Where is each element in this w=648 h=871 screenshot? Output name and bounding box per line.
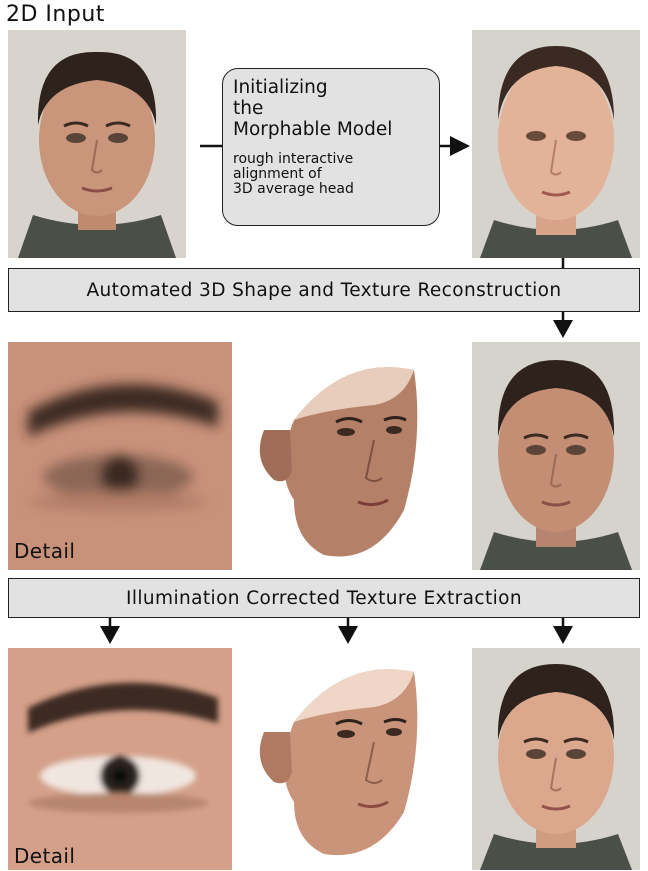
illumination-texture-extraction-bar: Illumination Corrected Texture Extractio… xyxy=(8,578,640,618)
bar2-label: Illumination Corrected Texture Extractio… xyxy=(126,588,522,609)
bar1-label: Automated 3D Shape and Texture Reconstru… xyxy=(86,280,561,301)
init-box-title: Initializing the Morphable Model xyxy=(233,77,429,140)
detail-label-1: Detail xyxy=(14,539,75,563)
arrow-down-icon xyxy=(100,626,120,644)
input-face-photo xyxy=(8,30,186,258)
detail-label-2: Detail xyxy=(14,844,75,868)
init-box-subtitle: rough interactive alignment of 3D averag… xyxy=(233,152,429,197)
reconstructed-face-render xyxy=(472,342,640,570)
eye-detail-photo-2 xyxy=(8,648,232,870)
arrow-right-icon xyxy=(450,136,470,156)
3d-face-mask-render-2 xyxy=(254,662,426,868)
average-head-render xyxy=(472,30,640,258)
arrow-down-icon xyxy=(553,320,573,338)
shape-texture-reconstruction-bar: Automated 3D Shape and Texture Reconstru… xyxy=(8,268,640,312)
3d-face-mask-render-1 xyxy=(254,360,426,570)
arrow-down-icon xyxy=(338,626,358,644)
input-title: 2D Input xyxy=(6,2,105,27)
illumination-corrected-face-render xyxy=(472,648,640,870)
arrow-down-icon xyxy=(553,626,573,644)
init-morphable-model-box: Initializing the Morphable Model rough i… xyxy=(222,68,440,226)
eye-detail-photo-1 xyxy=(8,342,232,570)
